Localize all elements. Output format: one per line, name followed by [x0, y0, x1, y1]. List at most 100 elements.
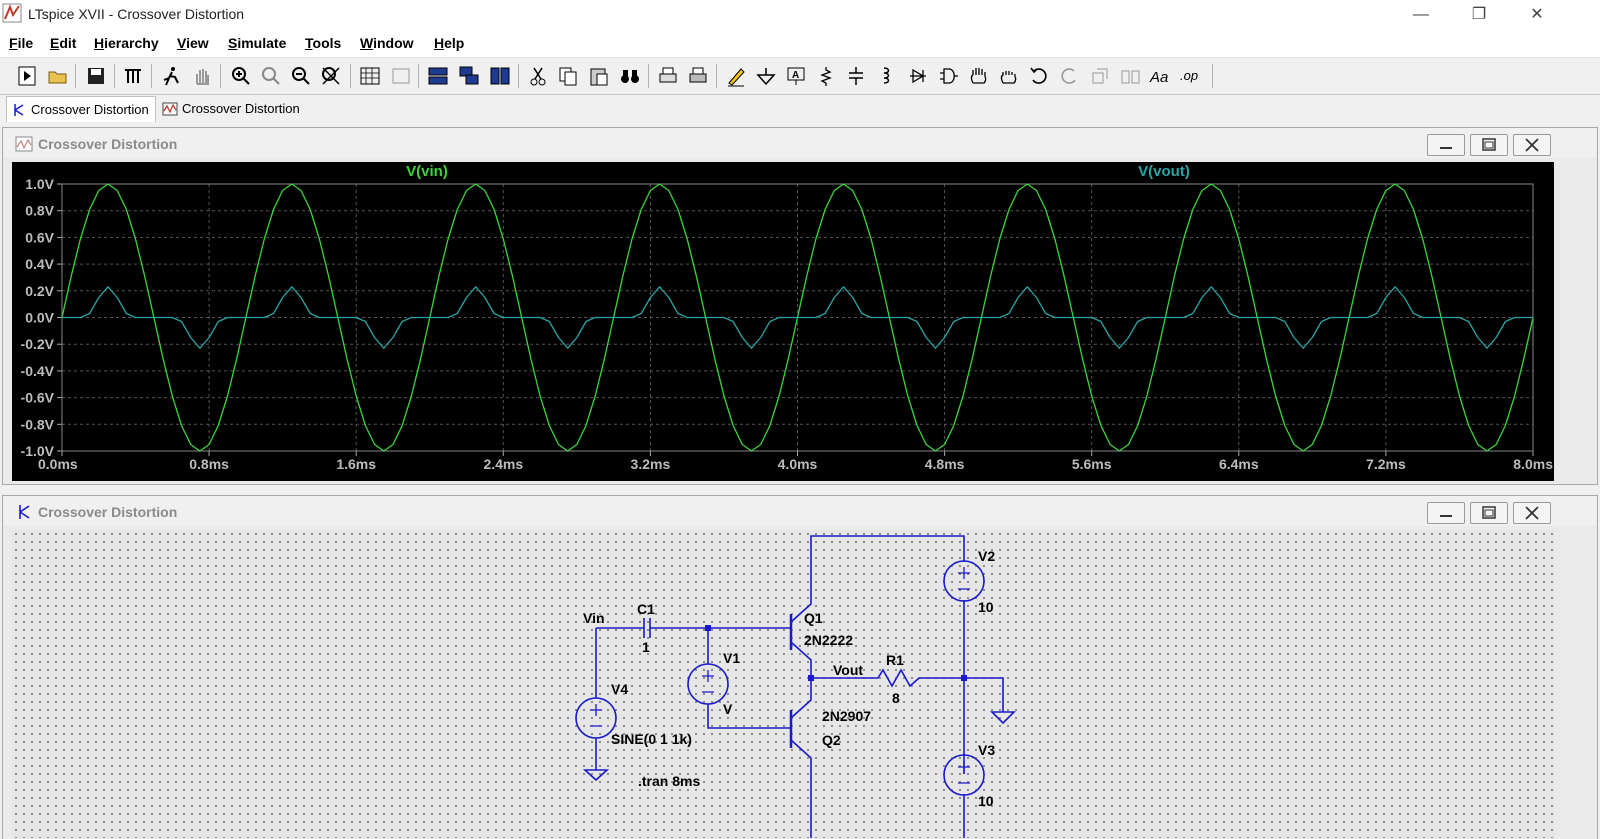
- label-q1-model[interactable]: 2N2222: [804, 632, 853, 648]
- label-v3[interactable]: V3: [978, 742, 995, 758]
- label-v3-value[interactable]: 10: [978, 793, 994, 809]
- x-tick-label: 6.4ms: [1219, 456, 1259, 472]
- menu-file[interactable]: File: [9, 35, 34, 51]
- drag-hand-icon[interactable]: [996, 63, 1022, 89]
- print-setup-icon[interactable]: [685, 63, 711, 89]
- wire-q1-emitter[interactable]: [790, 641, 812, 678]
- waveform-minimize-button[interactable]: [1427, 134, 1465, 156]
- menu-tools[interactable]: Tools: [305, 35, 342, 51]
- wire-q1-collector[interactable]: [790, 535, 965, 623]
- label-v1-value[interactable]: V: [723, 701, 733, 717]
- label-q2-model[interactable]: 2N2907: [822, 708, 871, 724]
- resistor-r1[interactable]: [811, 668, 964, 688]
- source-v2[interactable]: [943, 560, 985, 602]
- label-q2[interactable]: Q2: [822, 732, 841, 748]
- rotate-icon[interactable]: [1087, 63, 1113, 89]
- component-icon[interactable]: [935, 63, 961, 89]
- delete-trace-icon[interactable]: [388, 63, 414, 89]
- find-binoculars-icon[interactable]: [617, 63, 643, 89]
- tile-vertical-icon[interactable]: [487, 63, 513, 89]
- wires: [575, 535, 1016, 838]
- zoom-fit-icon[interactable]: [318, 63, 344, 89]
- label-v2-value[interactable]: 10: [978, 599, 994, 615]
- waveform-maximize-button[interactable]: [1470, 134, 1508, 156]
- schematic-close-button[interactable]: [1513, 502, 1551, 524]
- menu-window[interactable]: Window: [360, 35, 414, 51]
- zoom-in-icon[interactable]: [228, 63, 254, 89]
- source-v1[interactable]: [687, 663, 729, 705]
- print-icon[interactable]: [655, 63, 681, 89]
- legend-label-vvout: V(vout): [1138, 163, 1190, 180]
- label-v2[interactable]: V2: [978, 548, 995, 564]
- x-tick-label: 0.8ms: [189, 456, 229, 472]
- y-tick-label: 0.2V: [25, 283, 54, 299]
- source-v4[interactable]: [575, 697, 617, 739]
- tab-schematic[interactable]: Crossover Distortion: [6, 96, 156, 122]
- wire-q2-emitter[interactable]: [790, 678, 812, 719]
- move-hand-icon[interactable]: [966, 63, 992, 89]
- label-vout[interactable]: Vout: [833, 662, 863, 678]
- tile-horizontal-icon[interactable]: [425, 63, 451, 89]
- undo-icon[interactable]: [1026, 63, 1052, 89]
- mirror-icon[interactable]: [1117, 63, 1143, 89]
- source-v3[interactable]: [943, 754, 985, 796]
- menu-hierarchy[interactable]: Hierarchy: [94, 35, 159, 51]
- menu-help[interactable]: Help: [434, 35, 465, 51]
- zoom-area-icon[interactable]: [258, 63, 284, 89]
- new-schematic-icon[interactable]: [14, 63, 40, 89]
- label-vin[interactable]: Vin: [583, 610, 605, 626]
- spice-directive-icon[interactable]: .op: [1177, 63, 1203, 89]
- label-r1[interactable]: R1: [886, 652, 904, 668]
- open-folder-icon[interactable]: [45, 63, 71, 89]
- capacitor-icon[interactable]: [843, 63, 869, 89]
- label-r1-value[interactable]: 8: [892, 690, 900, 706]
- schematic-icon: [14, 103, 24, 116]
- paste-icon[interactable]: [586, 63, 612, 89]
- cascade-icon[interactable]: [456, 63, 482, 89]
- inductor-icon[interactable]: [873, 63, 899, 89]
- schematic-maximize-button[interactable]: [1470, 502, 1508, 524]
- tab-waveform[interactable]: Crossover Distortion: [158, 96, 306, 121]
- label-v1[interactable]: V1: [723, 650, 740, 666]
- text-icon[interactable]: Aa: [1147, 63, 1173, 89]
- minimize-button[interactable]: —: [1413, 6, 1429, 23]
- save-icon[interactable]: [83, 63, 109, 89]
- label-q1[interactable]: Q1: [804, 610, 823, 626]
- schematic-canvas[interactable]: Vin C1 1 V1 V V4 SINE(0 1 1k) Q1 2N2222 …: [12, 530, 1555, 838]
- label-v4[interactable]: V4: [611, 681, 628, 697]
- diode-icon[interactable]: [905, 63, 931, 89]
- label-net-icon[interactable]: A: [783, 63, 809, 89]
- label-c1-value[interactable]: 1: [642, 639, 650, 655]
- restore-button[interactable]: ❐: [1471, 6, 1487, 23]
- run-icon[interactable]: [158, 63, 184, 89]
- halt-hand-icon[interactable]: [189, 63, 215, 89]
- autorange-icon[interactable]: [357, 63, 383, 89]
- waveform-close-button[interactable]: [1513, 134, 1551, 156]
- label-v4-value[interactable]: SINE(0 1 1k): [611, 731, 692, 747]
- resistor-icon[interactable]: [813, 63, 839, 89]
- cut-icon[interactable]: [525, 63, 551, 89]
- ground-icon[interactable]: [753, 63, 779, 89]
- close-button[interactable]: ✕: [1530, 6, 1544, 23]
- menu-simulate[interactable]: Simulate: [228, 35, 287, 51]
- wire-pencil-icon[interactable]: [723, 63, 749, 89]
- wire-v1[interactable]: [707, 628, 791, 729]
- spice-directive-tran[interactable]: .tran 8ms: [638, 773, 700, 789]
- control-panel-icon[interactable]: [120, 63, 146, 89]
- menu-edit[interactable]: Edit: [50, 35, 77, 51]
- document-tab-bar: Crossover Distortion Crossover Distortio…: [0, 95, 1600, 123]
- redo-icon[interactable]: [1056, 63, 1082, 89]
- menu-view[interactable]: View: [177, 35, 209, 51]
- schematic-minimize-button[interactable]: [1427, 502, 1465, 524]
- zoom-out-icon[interactable]: [288, 63, 314, 89]
- capacitor-c1[interactable]: [643, 618, 651, 638]
- wire-q2-collector[interactable]: [790, 739, 812, 838]
- x-tick-label: 4.8ms: [925, 456, 965, 472]
- x-tick-label: 4.0ms: [778, 456, 818, 472]
- copy-icon[interactable]: [555, 63, 581, 89]
- x-tick-label: 2.4ms: [483, 456, 523, 472]
- wire-ground-out[interactable]: [964, 677, 1004, 712]
- label-c1[interactable]: C1: [637, 601, 655, 617]
- svg-text:A: A: [792, 70, 799, 81]
